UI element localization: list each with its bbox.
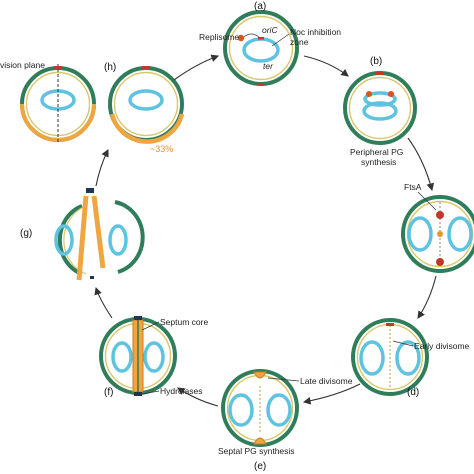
arrow-f-to-g bbox=[94, 286, 113, 319]
arrow-g-to-h bbox=[95, 149, 109, 187]
arrow-e-to-f bbox=[177, 387, 219, 407]
cell-b bbox=[343, 71, 417, 145]
panel-label-e: (e) bbox=[254, 461, 266, 472]
cell-h-right bbox=[108, 66, 185, 144]
early-divisome-label: Early divisome bbox=[414, 341, 470, 351]
division-plane-label: Division plane bbox=[0, 60, 45, 70]
hydrolases-label: Hydrolases bbox=[160, 386, 203, 396]
septum-core-label: Septum core bbox=[160, 317, 208, 327]
cell-f bbox=[99, 316, 177, 396]
replisome-label: Replisome bbox=[199, 32, 239, 42]
panel-label-g: (g) bbox=[20, 228, 32, 239]
arrow-a-to-b bbox=[303, 55, 349, 77]
septum-core-leader bbox=[141, 321, 160, 331]
arrow-h-to-a bbox=[173, 54, 220, 81]
peripheral-label-line2: synthesis bbox=[361, 157, 396, 167]
late-divisome-leader bbox=[267, 377, 300, 382]
panel-label-b: (b) bbox=[370, 56, 382, 67]
panel-label-h: (h) bbox=[104, 62, 116, 73]
ter-label: ter bbox=[263, 61, 274, 71]
noc-label-line2: zone bbox=[290, 37, 309, 47]
ftsa-leader bbox=[417, 191, 437, 211]
arrow-c-to-d bbox=[417, 275, 437, 319]
early-divisome-leader bbox=[392, 340, 414, 347]
cell-a bbox=[223, 10, 299, 86]
late-divisome-label: Late divisome bbox=[300, 376, 353, 386]
arrow-b-to-c bbox=[407, 137, 435, 192]
cell-g bbox=[54, 188, 145, 281]
oric-label: oriC bbox=[262, 25, 278, 35]
septal-pg-label: Septal PG synthesis bbox=[218, 446, 295, 456]
cell-h-left bbox=[20, 64, 96, 144]
arrow-d-to-e bbox=[302, 383, 361, 405]
cell-c bbox=[401, 195, 474, 273]
replisome-dot bbox=[237, 34, 245, 42]
replisome-leader bbox=[243, 33, 260, 38]
panel-label-f: (f) bbox=[104, 387, 113, 398]
percent-label: ~33% bbox=[150, 144, 173, 154]
hydrolases-leader bbox=[141, 390, 160, 395]
panel-label-a: (a) bbox=[254, 1, 266, 12]
panel-label-d: (d) bbox=[407, 387, 419, 398]
ftsa-label: FtsA bbox=[404, 182, 422, 192]
noc-leader bbox=[271, 33, 290, 47]
cell-e bbox=[221, 369, 299, 447]
noc-label-line1: Noc inhibition bbox=[290, 27, 341, 37]
peripheral-label-line1: Peripheral PG bbox=[350, 147, 403, 157]
cell-d bbox=[351, 318, 429, 396]
